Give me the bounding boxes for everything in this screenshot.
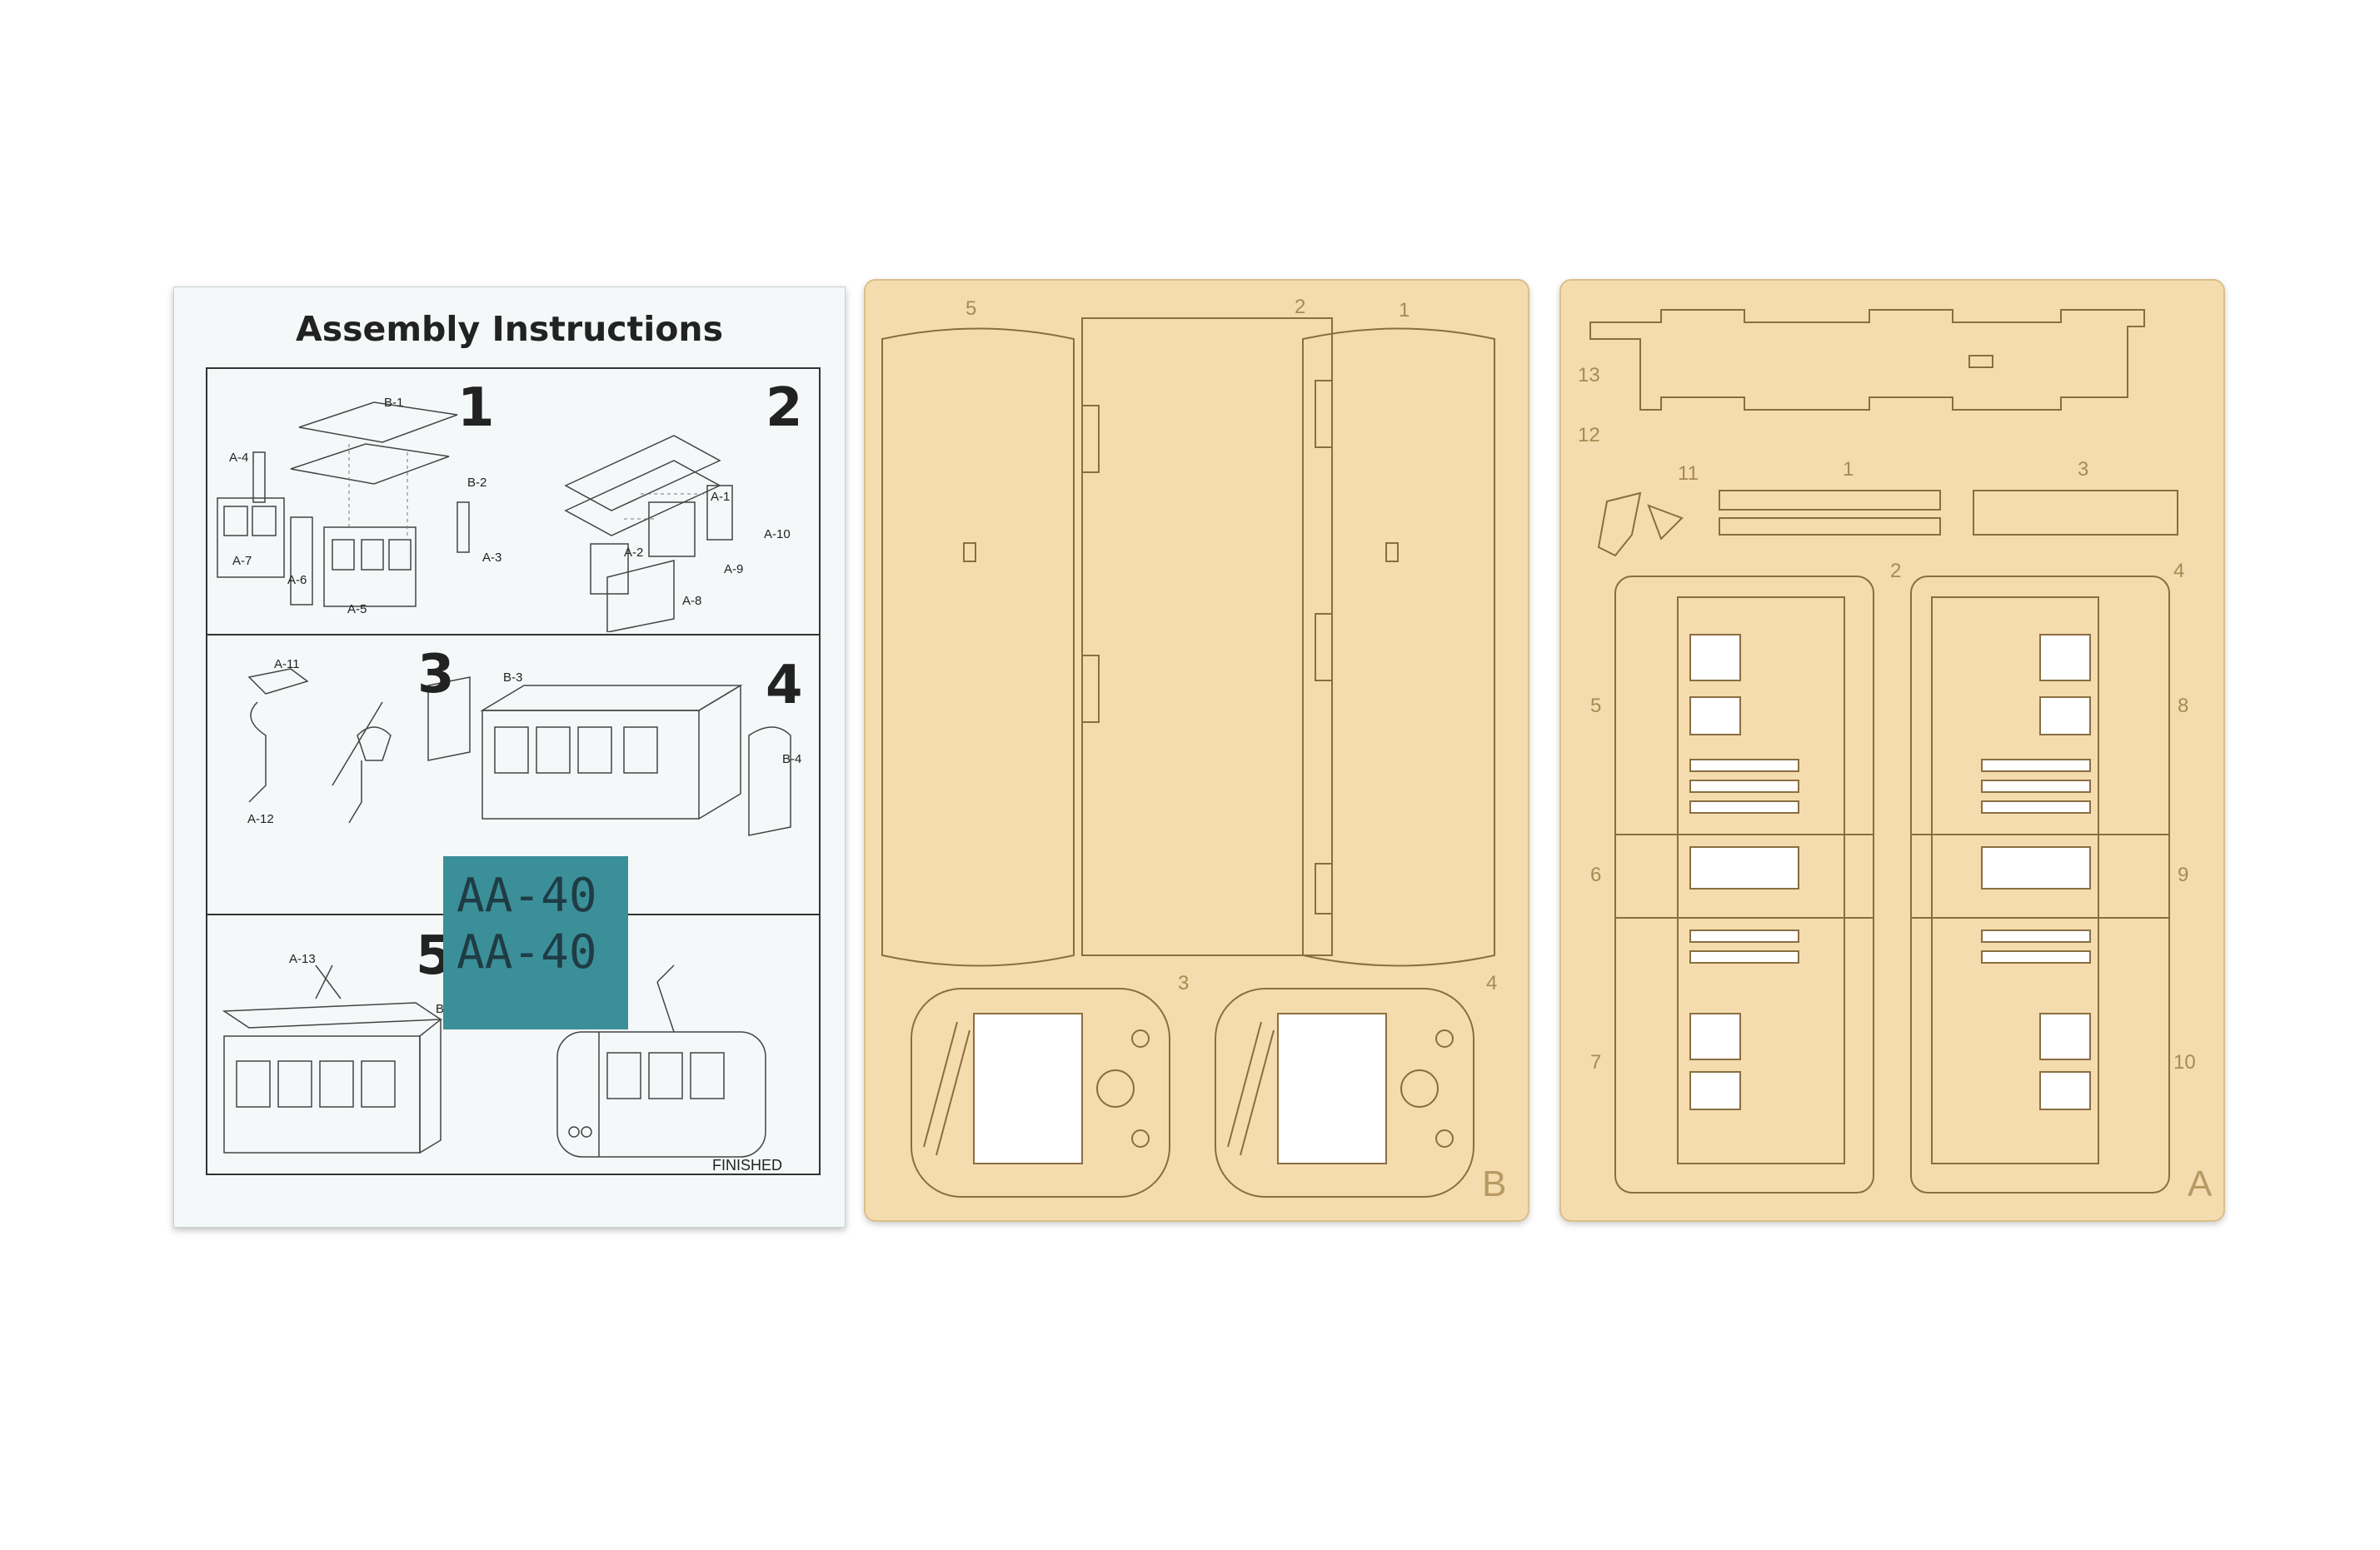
steps-grid: 1 2 3 4 5 B-1 B-2 A-4 A-3 A-7 A-6 A-5 A-… (206, 367, 821, 1175)
sheet-a-cut-lines (1589, 309, 2178, 1194)
part-number: 3 (1178, 972, 1190, 994)
part-label: B-1 (384, 396, 404, 410)
part-number: 1 (1843, 458, 1854, 481)
part-number: 13 (1578, 364, 1600, 386)
part-label: A-10 (764, 527, 791, 541)
part-number: 10 (2173, 1051, 2196, 1074)
part-number: 2 (1295, 296, 1306, 318)
part-number: 1 (1399, 299, 1410, 321)
part-label: B-2 (467, 476, 487, 490)
sticker-line-2: AA-40 (457, 925, 597, 979)
part-label: B-4 (782, 752, 802, 766)
part-label: A-7 (232, 554, 252, 568)
part-label: A-1 (711, 490, 731, 504)
part-label: A-11 (274, 657, 300, 671)
part-label: A-2 (624, 546, 644, 560)
part-label: A-13 (289, 952, 316, 966)
sticker-line-1: AA-40 (457, 869, 597, 923)
wood-sheet-b: 5 2 1 3 4 B (864, 279, 1529, 1222)
part-number: 5 (1590, 695, 1602, 717)
part-number: 4 (2173, 560, 2185, 582)
part-number: 4 (1486, 972, 1498, 994)
part-label: A-12 (247, 812, 274, 826)
part-number: 8 (2178, 695, 2189, 717)
sheet-letter: A (2188, 1164, 2213, 1204)
step-1-2-diagram (217, 401, 733, 632)
part-number: 11 (1678, 462, 1699, 485)
part-number: 3 (2078, 458, 2089, 481)
part-label: B-3 (503, 670, 523, 685)
part-number: 12 (1578, 424, 1600, 446)
step-5-diagram (222, 964, 766, 1158)
step-3-4-diagram (247, 668, 791, 836)
finished-label: FINISHED (712, 1157, 783, 1174)
wood-sheet-a: 13 12 11 1 3 2 4 5 6 7 8 9 10 A (1559, 279, 2225, 1222)
part-number: 5 (965, 297, 977, 320)
part-label: A-4 (229, 451, 249, 465)
divider (207, 634, 819, 635)
part-label: A-8 (682, 594, 702, 608)
step-number-2: 2 (766, 377, 803, 439)
step-number-3: 3 (417, 644, 455, 705)
step-number-4: 4 (766, 655, 803, 716)
sheet-b-cut-lines (881, 317, 1495, 1198)
part-number: 7 (1590, 1051, 1602, 1074)
instructions-title: Assembly Instructions (295, 309, 724, 349)
part-number: 9 (2178, 864, 2189, 886)
part-label: A-3 (482, 551, 502, 565)
part-label: A-5 (347, 602, 367, 616)
part-label: A-6 (287, 573, 307, 587)
part-label: A-9 (724, 562, 744, 576)
part-number: 2 (1890, 560, 1902, 582)
instruction-sheet: Assembly Instructions (173, 287, 846, 1228)
step-number-1: 1 (457, 377, 495, 439)
sheet-letter: B (1482, 1164, 1507, 1204)
sticker: AA-40 AA-40 (443, 856, 628, 1029)
part-number: 6 (1590, 864, 1602, 886)
